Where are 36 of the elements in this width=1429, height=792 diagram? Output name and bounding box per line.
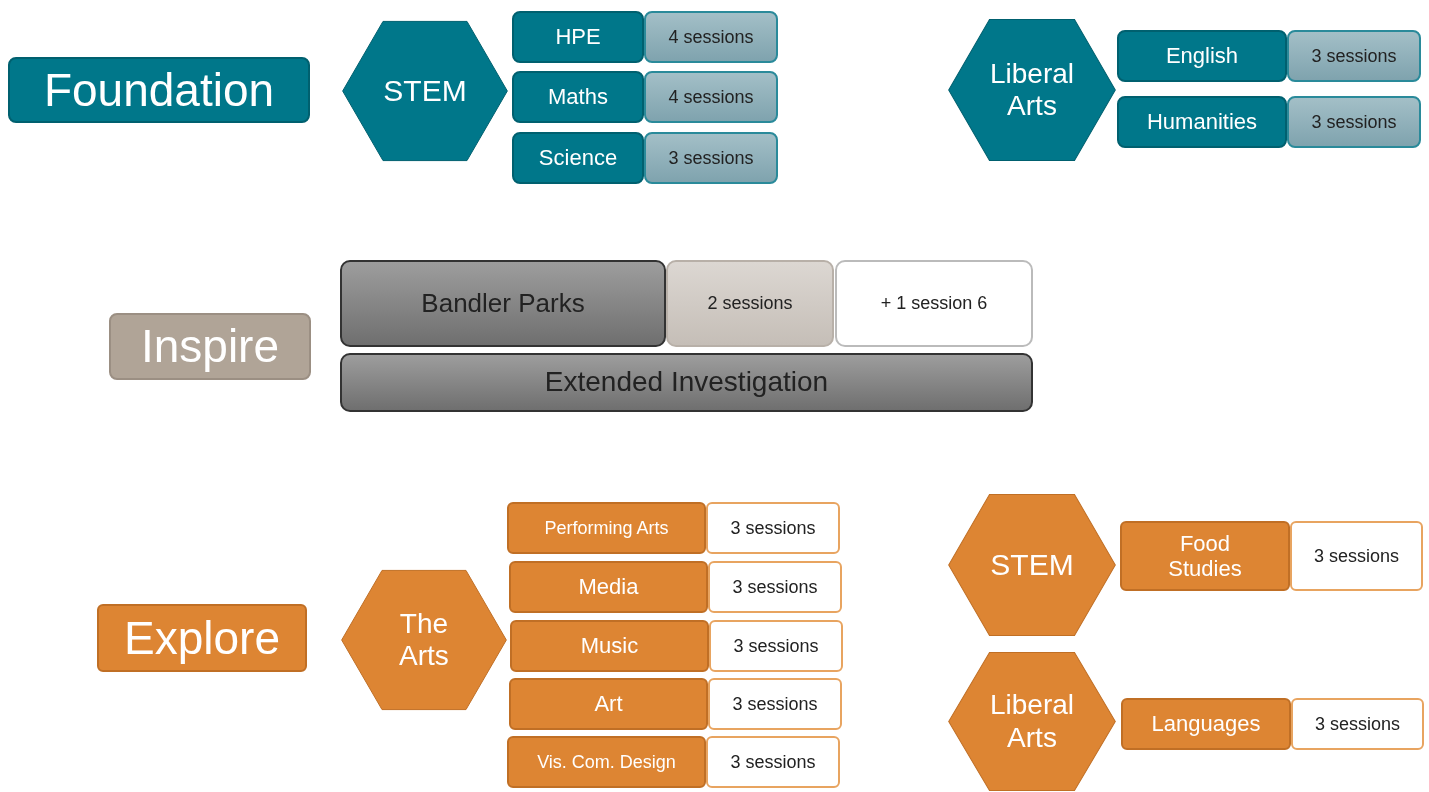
subject-box: Performing Arts	[507, 502, 706, 554]
section-title-box: Inspire	[109, 313, 311, 380]
subject-box: Extended Investigation	[340, 353, 1033, 412]
subject-box: Science	[512, 132, 644, 184]
session-count-box: 4 sessions	[644, 11, 778, 63]
subject-box: Food Studies	[1120, 521, 1290, 591]
category-hexagon: Liberal Arts	[947, 18, 1117, 162]
session-count-box: 4 sessions	[644, 71, 778, 123]
session-count-box: + 1 session 6	[835, 260, 1033, 347]
session-count-box: 3 sessions	[708, 561, 842, 613]
section-title-box: Foundation	[8, 57, 310, 123]
session-count-box: 3 sessions	[1287, 30, 1421, 82]
session-count-box: 3 sessions	[1287, 96, 1421, 148]
category-hexagon: STEM	[947, 493, 1117, 637]
subject-box: English	[1117, 30, 1287, 82]
section-title-box: Explore	[97, 604, 307, 672]
category-hexagon: Liberal Arts	[947, 651, 1117, 792]
subject-box: Art	[509, 678, 708, 730]
subject-box: Media	[509, 561, 708, 613]
subject-box: Bandler Parks	[340, 260, 666, 347]
session-count-box: 2 sessions	[666, 260, 834, 347]
subject-box: Music	[510, 620, 709, 672]
session-count-box: 3 sessions	[644, 132, 778, 184]
session-count-box: 3 sessions	[1291, 698, 1424, 750]
session-count-box: 3 sessions	[709, 620, 843, 672]
subject-box: HPE	[512, 11, 644, 63]
session-count-box: 3 sessions	[706, 502, 840, 554]
subject-box: Humanities	[1117, 96, 1287, 148]
session-count-box: 3 sessions	[708, 678, 842, 730]
category-hexagon: STEM	[341, 20, 509, 162]
subject-box: Vis. Com. Design	[507, 736, 706, 788]
subject-box: Maths	[512, 71, 644, 123]
category-hexagon: The Arts	[340, 569, 508, 711]
session-count-box: 3 sessions	[706, 736, 840, 788]
subject-box: Languages	[1121, 698, 1291, 750]
session-count-box: 3 sessions	[1290, 521, 1423, 591]
